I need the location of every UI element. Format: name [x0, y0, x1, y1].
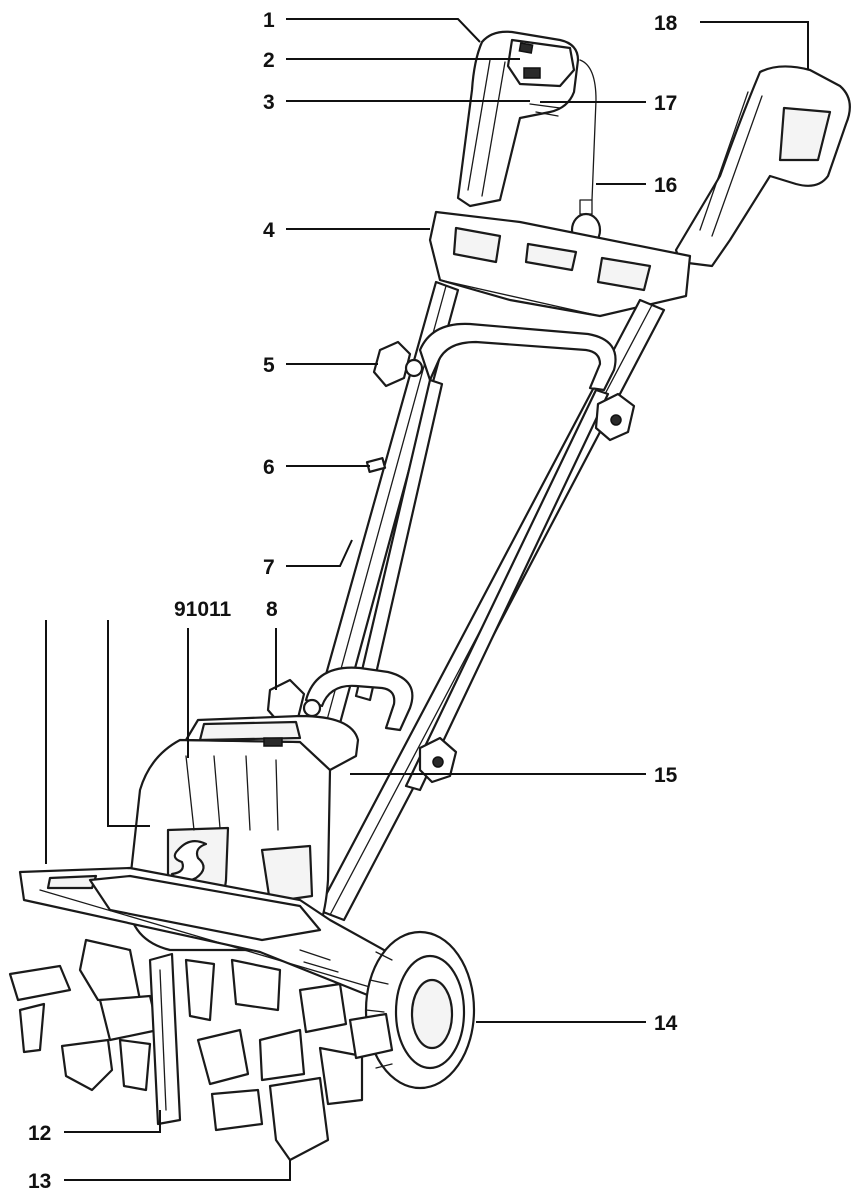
carry-handle	[184, 714, 360, 772]
callout-6: 6	[263, 456, 275, 479]
lower-right-knob	[418, 736, 458, 784]
callout-2: 2	[263, 49, 275, 72]
upper-right-knob	[594, 392, 636, 442]
leader-lines	[45, 18, 809, 1181]
callout-labels: 1 2 3 4 5 6 7 8 91011 12 13 14 15 16 17 …	[28, 9, 678, 1193]
callout-3: 3	[263, 91, 275, 114]
leader-7	[286, 539, 353, 567]
upper-left-knob	[372, 340, 424, 388]
leader-13	[64, 1160, 291, 1181]
callout-14: 14	[654, 1012, 678, 1035]
leader-left-long-2	[107, 620, 150, 827]
callout-4: 4	[263, 219, 275, 242]
power-cord	[570, 59, 602, 248]
tine-shield	[18, 866, 422, 1002]
leader-12	[64, 1110, 161, 1133]
tines	[8, 938, 394, 1162]
leader-18	[700, 21, 809, 70]
model-number: 91011	[174, 598, 232, 621]
switch-box	[506, 38, 576, 117]
callout-5: 5	[263, 354, 275, 377]
callout-18: 18	[654, 12, 678, 35]
callout-13: 13	[28, 1170, 51, 1193]
callout-7: 7	[263, 556, 275, 579]
crossbar	[428, 210, 692, 318]
leader-1	[286, 18, 481, 43]
callout-1: 1	[263, 9, 275, 32]
wheel	[364, 930, 476, 1090]
inner-loop-frame	[304, 322, 617, 792]
callout-12: 12	[28, 1122, 51, 1145]
callout-8: 8	[266, 598, 278, 621]
right-handle-grip	[674, 65, 851, 268]
cord-clip	[365, 456, 387, 474]
callout-15: 15	[654, 764, 678, 787]
callout-16: 16	[654, 174, 677, 197]
callout-17: 17	[654, 92, 677, 115]
